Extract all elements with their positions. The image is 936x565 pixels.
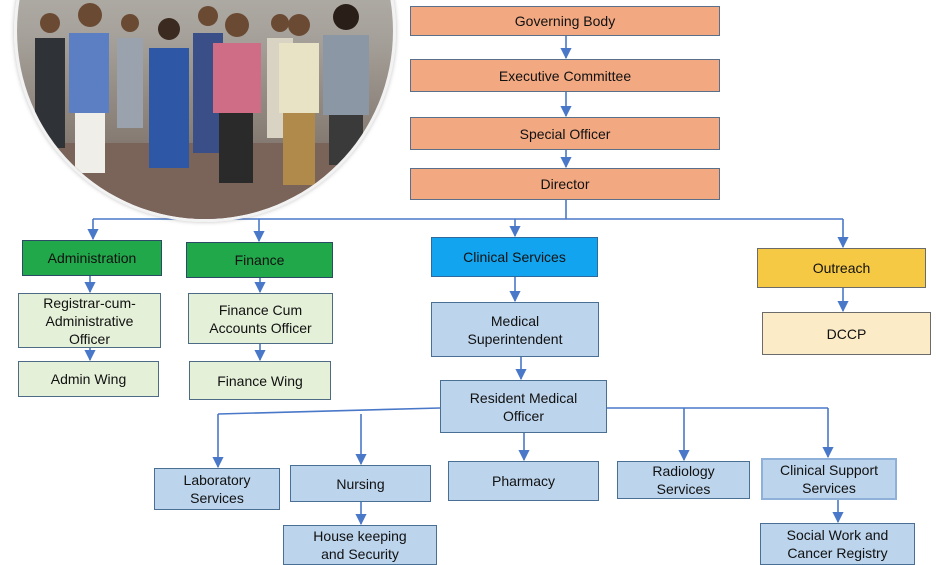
dccp-box: DCCP <box>762 312 931 355</box>
outreach-box: Outreach <box>757 248 926 288</box>
executive-committee-box: Executive Committee <box>410 59 720 92</box>
administration-box: Administration <box>22 240 162 276</box>
finance-box: Finance <box>186 242 333 278</box>
housekeeping-box: House keeping and Security <box>283 525 437 565</box>
clinical-services-box: Clinical Services <box>431 237 598 277</box>
finance-wing-box: Finance Wing <box>189 361 331 400</box>
clinical-support-services-box: Clinical Support Services <box>761 458 897 500</box>
governing-body-box: Governing Body <box>410 6 720 36</box>
admin-wing-box: Admin Wing <box>18 361 159 397</box>
pharmacy-box: Pharmacy <box>448 461 599 501</box>
medical-superintendent-box: Medical Superintendent <box>431 302 599 357</box>
resident-medical-officer-box: Resident Medical Officer <box>440 380 607 433</box>
radiology-services-box: Radiology Services <box>617 461 750 499</box>
social-work-box: Social Work and Cancer Registry <box>760 523 915 565</box>
nursing-box: Nursing <box>290 465 431 502</box>
registrar-box: Registrar-cum- Administrative Officer <box>18 293 161 348</box>
special-officer-box: Special Officer <box>410 117 720 150</box>
finance-officer-box: Finance Cum Accounts Officer <box>188 293 333 344</box>
director-box: Director <box>410 168 720 200</box>
laboratory-services-box: Laboratory Services <box>154 468 280 510</box>
